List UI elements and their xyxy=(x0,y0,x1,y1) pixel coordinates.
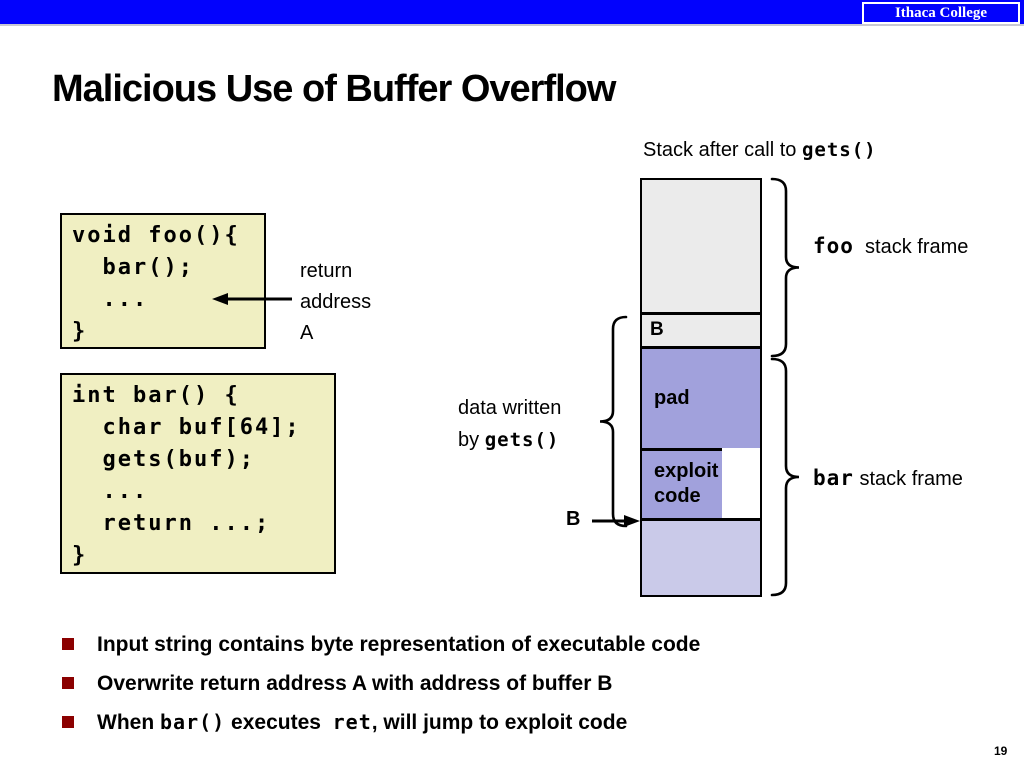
return-address-label: return address A xyxy=(300,260,372,344)
bullet-item: When bar() executes ret, will jump to ex… xyxy=(60,709,960,748)
bullet-list: Input string contains byte representatio… xyxy=(60,631,960,748)
stack-segment-exploit-code: exploit code xyxy=(642,448,722,518)
header-bar: Ithaca College xyxy=(0,0,1024,26)
stack-segment-return-address: B xyxy=(642,312,760,346)
page-title: Malicious Use of Buffer Overflow xyxy=(52,68,616,110)
bullet-square-icon xyxy=(62,716,74,728)
code-line: char buf[64]; xyxy=(72,415,301,440)
stack-diagram: B pad exploit code xyxy=(640,178,762,597)
code-line: return ...; xyxy=(72,511,271,536)
stack-segment-buffer-bottom xyxy=(642,518,760,595)
buffer-b-arrow xyxy=(592,515,640,527)
foo-code: foo xyxy=(813,234,854,258)
code-line: } xyxy=(72,319,88,344)
gets-code: gets() xyxy=(801,139,877,161)
code-line: bar(); xyxy=(72,255,194,280)
code-line: ... xyxy=(72,479,149,504)
bar-code: bar() xyxy=(160,710,226,734)
code-line: ... xyxy=(72,287,149,312)
brand-box: Ithaca College xyxy=(862,2,1020,24)
code-line: gets(buf); xyxy=(72,447,255,472)
buffer-b-label: B xyxy=(566,508,581,530)
bar-code: bar xyxy=(813,466,854,490)
code-box-bar: int bar() { char buf[64]; gets(buf); ...… xyxy=(60,373,336,574)
stack-caption: Stack after call to gets() xyxy=(643,139,877,161)
bar-frame-label: bar stack frame xyxy=(813,466,963,490)
brand-name: Ithaca College xyxy=(894,4,988,21)
data-written-label: data written by gets() xyxy=(458,397,562,451)
foo-frame-label: foo stack frame xyxy=(813,234,969,258)
return-address-arrow xyxy=(212,293,292,305)
foo-frame-brace xyxy=(770,177,800,358)
stack-segment-pad: pad xyxy=(642,346,760,448)
ret-code: ret xyxy=(332,710,372,734)
bar-frame-brace xyxy=(770,357,800,597)
bullet-square-icon xyxy=(62,677,74,689)
code-box-foo: void foo(){ bar(); ... } xyxy=(60,213,266,349)
page-number: 19 xyxy=(994,744,1008,758)
gets-code: gets() xyxy=(484,429,560,451)
code-line: void foo(){ xyxy=(72,223,240,248)
bullet-item: Input string contains byte representatio… xyxy=(60,631,960,670)
bullet-item: Overwrite return address A with address … xyxy=(60,670,960,709)
code-line: int bar() { xyxy=(72,383,240,408)
bullet-square-icon xyxy=(62,638,74,650)
data-written-brace xyxy=(599,315,628,528)
stack-segment-foo-frame xyxy=(642,180,760,312)
code-line: } xyxy=(72,543,88,568)
